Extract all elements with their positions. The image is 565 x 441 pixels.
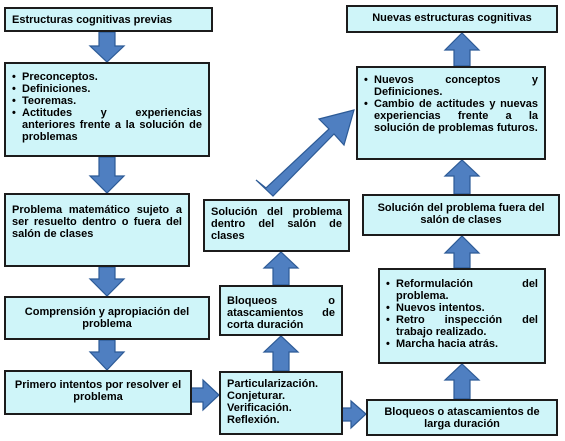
box-solution-outside: Solución del problema fuera del salón de… bbox=[362, 194, 560, 236]
math-problem-text: Problema matemático sujeto a ser resuelt… bbox=[12, 204, 182, 240]
new-concepts-item: Nuevos conceptos y Definiciones. bbox=[364, 74, 538, 98]
arrow-comprehension-to-attempts bbox=[88, 339, 126, 371]
arrow-reformulation-to-solution-outside bbox=[443, 235, 481, 269]
box-new-concepts: Nuevos conceptos y Definiciones. Cambio … bbox=[356, 66, 546, 160]
particularization-line: Particularización. bbox=[227, 378, 319, 390]
new-concepts-list: Nuevos conceptos y Definiciones. Cambio … bbox=[364, 74, 538, 134]
verification-line: Verificación. bbox=[227, 402, 292, 414]
arrow-attempts-to-particularization bbox=[190, 378, 220, 412]
arrow-prev-to-preconcepts bbox=[88, 31, 126, 63]
arrow-short-blocks-to-solution-inside bbox=[262, 251, 300, 286]
definitions-item: Definiciones. bbox=[12, 83, 202, 95]
box-reformulation: Reformulación del problema. Nuevos inten… bbox=[378, 268, 546, 364]
box-long-blocks: Bloqueos o atascamientos de larga duraci… bbox=[366, 399, 558, 436]
arrow-particularization-to-long-blocks bbox=[341, 399, 367, 430]
short-blocks-text: Bloqueos o atascamientos de corta duraci… bbox=[227, 295, 335, 331]
comprehension-text: Comprensión y apropiación del problema bbox=[24, 306, 190, 330]
arrow-problem-to-comprehension bbox=[88, 266, 126, 297]
reflection-line: Reflexión. bbox=[227, 414, 280, 426]
solution-inside-text: Solución del problema dentro del salón d… bbox=[211, 206, 342, 242]
attitude-change-item: Cambio de actitudes y nuevas experiencia… bbox=[364, 98, 538, 134]
new-attempts-item: Nuevos intentos. bbox=[386, 302, 538, 314]
attitudes-item: Actitudes y experiencias anteriores fren… bbox=[12, 107, 202, 143]
arrow-particularization-to-short-blocks bbox=[262, 335, 300, 372]
long-blocks-text: Bloqueos o atascamientos de larga duraci… bbox=[384, 406, 540, 430]
first-attempts-text: Primero intentos por resolver el problem… bbox=[14, 379, 182, 403]
preconcepts-list: Preconceptos. Definiciones. Teoremas. Ac… bbox=[12, 71, 202, 143]
box-short-blocks: Bloqueos o atascamientos de corta duraci… bbox=[219, 285, 343, 336]
theorems-item: Teoremas. bbox=[12, 95, 202, 107]
box-particularization: Particularización. Conjeturar. Verificac… bbox=[219, 371, 343, 435]
new-structures-text: Nuevas estructuras cognitivas bbox=[372, 12, 532, 24]
solution-outside-text: Solución del problema fuera del salón de… bbox=[377, 202, 545, 226]
box-preconcepts: Preconceptos. Definiciones. Teoremas. Ac… bbox=[4, 62, 210, 157]
reformulation-list: Reformulación del problema. Nuevos inten… bbox=[386, 278, 538, 350]
arrow-solution-inside-to-new-concepts bbox=[255, 109, 355, 197]
arrow-solution-outside-to-new-concepts bbox=[443, 159, 481, 195]
preconcepts-item: Preconceptos. bbox=[12, 71, 202, 83]
previous-structures-text: Estructuras cognitivas previas bbox=[12, 14, 173, 26]
conjecture-line: Conjeturar. bbox=[227, 390, 286, 402]
box-new-structures: Nuevas estructuras cognitivas bbox=[346, 5, 558, 33]
arrow-new-concepts-to-new-structures bbox=[443, 32, 481, 67]
retro-inspection-item: Retro inspección del trabajo realizado. bbox=[386, 314, 538, 338]
reformulation-item: Reformulación del problema. bbox=[386, 278, 538, 302]
arrow-long-blocks-to-reformulation bbox=[443, 363, 481, 400]
box-comprehension: Comprensión y apropiación del problema bbox=[4, 296, 210, 340]
backtrack-item: Marcha hacia atrás. bbox=[386, 338, 538, 350]
box-math-problem: Problema matemático sujeto a ser resuelt… bbox=[4, 193, 190, 267]
box-previous-structures: Estructuras cognitivas previas bbox=[4, 7, 213, 32]
box-first-attempts: Primero intentos por resolver el problem… bbox=[4, 370, 192, 415]
box-solution-inside: Solución del problema dentro del salón d… bbox=[203, 199, 350, 252]
arrow-preconcepts-to-problem bbox=[88, 156, 126, 194]
